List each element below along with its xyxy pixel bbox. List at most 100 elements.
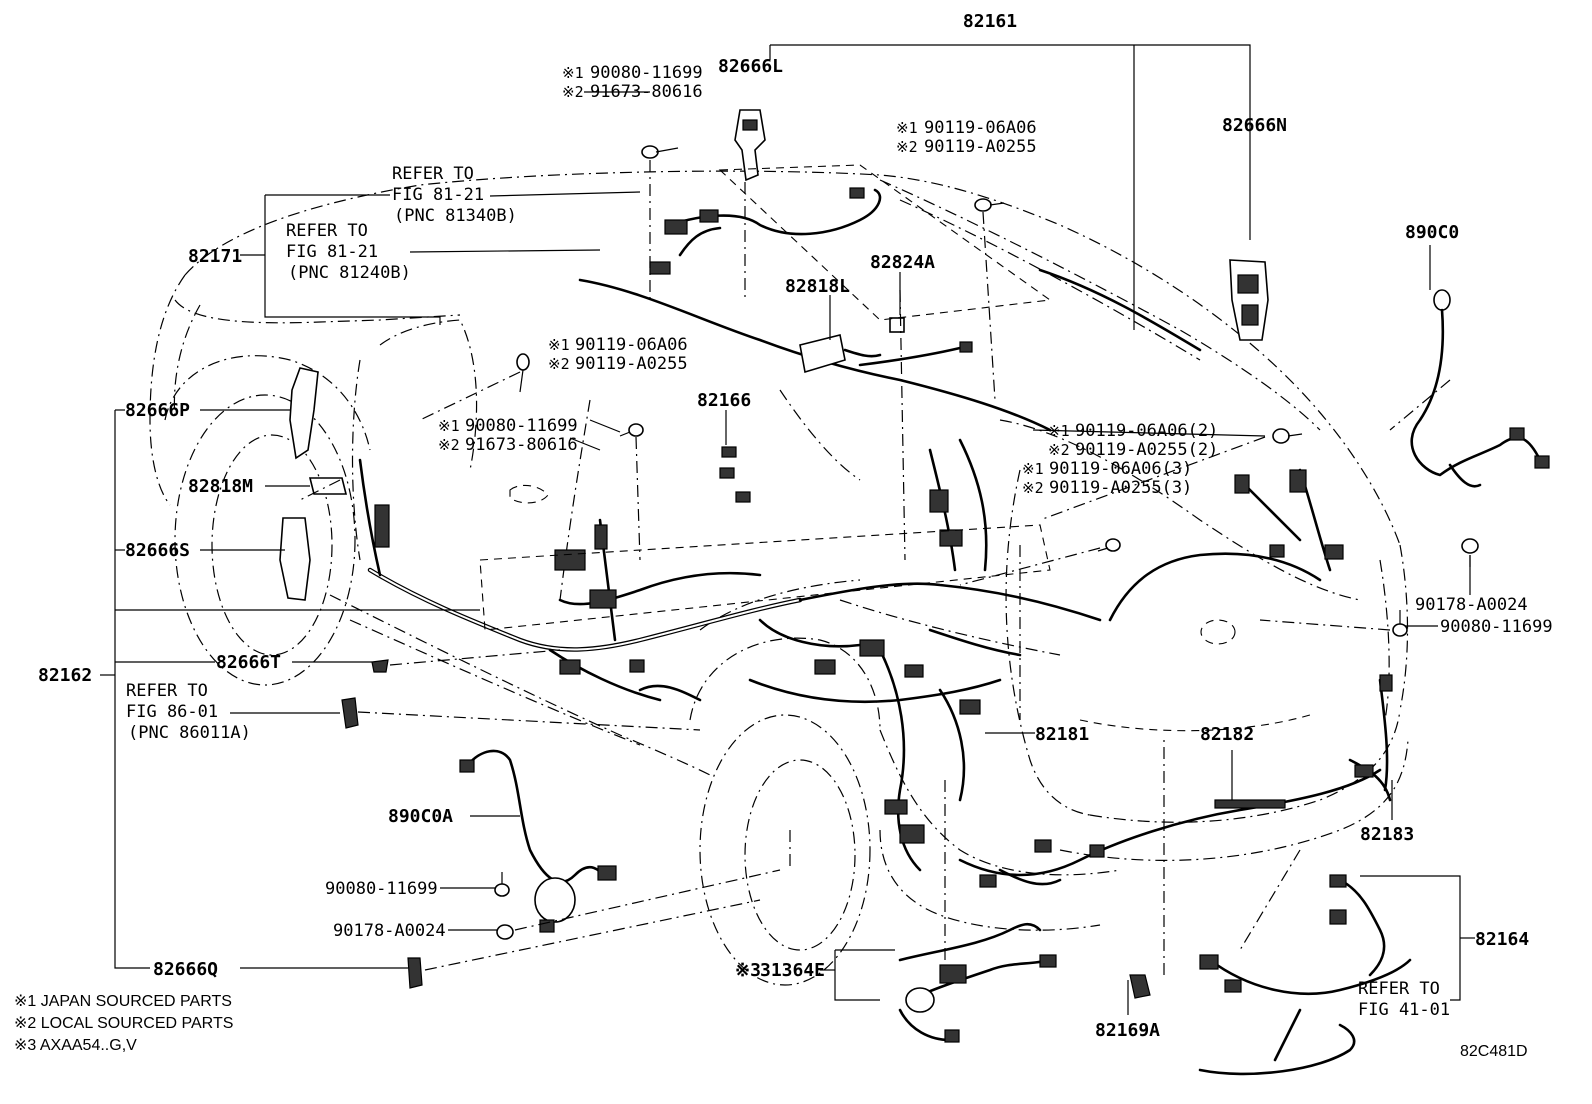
part-86011A	[341, 697, 359, 729]
clip-icon	[1272, 428, 1303, 444]
svg-text:(PNC 86011A): (PNC 86011A)	[128, 723, 251, 743]
svg-text:FIG 86-01: FIG 86-01	[126, 702, 218, 722]
label-82181: 82181	[1035, 724, 1089, 745]
label-82666T: 82666T	[216, 652, 281, 673]
svg-text:90119-A0255: 90119-A0255	[924, 137, 1037, 157]
bolt-icon	[641, 145, 679, 159]
relay-82818M	[308, 477, 348, 495]
svg-text:90119-A0255(3): 90119-A0255(3)	[1049, 478, 1192, 498]
note-axaa54: ※3 AXAA54..G,V	[14, 1037, 137, 1054]
label-82818M: 82818M	[188, 476, 253, 497]
svg-text:REFER TO: REFER TO	[392, 164, 474, 184]
svg-text:※1: ※1	[438, 417, 460, 435]
harness-82161-roof	[578, 187, 1202, 432]
svg-text:REFER TO: REFER TO	[126, 681, 208, 701]
callout-mid-clip: ※1 90119-06A06 ※2 90119-A0255	[548, 335, 688, 374]
svg-text:※2: ※2	[1048, 441, 1070, 459]
svg-text:FIG 81-21: FIG 81-21	[286, 242, 378, 262]
label-82666Q: 82666Q	[153, 959, 218, 980]
label-890C0A: 890C0A	[388, 806, 453, 827]
clip-icon	[1097, 538, 1121, 552]
harness-82164	[1198, 874, 1412, 1076]
clip-82169A	[1129, 974, 1151, 999]
label-82666L: 82666L	[718, 56, 783, 77]
label-82166: 82166	[697, 390, 751, 411]
svg-text:90080-11699: 90080-11699	[465, 416, 578, 436]
callout-labels: ※1 90080-11699 ※2 91673-80616 ※1 90119-0…	[438, 63, 1218, 498]
label-90080-left: 90080-11699	[325, 879, 438, 899]
svg-text:※2: ※2	[438, 436, 460, 454]
clip-82666T	[371, 659, 389, 673]
svg-text:90119-06A06: 90119-06A06	[924, 118, 1037, 138]
svg-text:※1: ※1	[1048, 422, 1070, 440]
svg-text:(PNC 81340B): (PNC 81340B)	[394, 206, 517, 226]
leader-lines	[100, 44, 1475, 1015]
label-90178-left: 90178-A0024	[333, 921, 446, 941]
bracket-82666S	[279, 517, 311, 601]
svg-text:90119-A0255: 90119-A0255	[575, 354, 688, 374]
svg-text:※2: ※2	[548, 355, 570, 373]
svg-text:REFER TO: REFER TO	[286, 221, 368, 241]
label-82666S: 82666S	[125, 540, 190, 561]
callout-right-clip-2: ※1 90119-06A06(2) ※2 90119-A0255(2)	[1048, 421, 1218, 460]
part-labels: 82161 82666L 82666N 890C0 82171 82824A 8…	[38, 11, 1553, 1041]
fasteners	[494, 145, 1479, 940]
note-japan-sourced: ※1 JAPAN SOURCED PARTS	[14, 993, 232, 1010]
callout-mid-bolt: ※1 90080-11699 ※2 91673-80616	[438, 416, 578, 455]
bolt-icon	[1392, 610, 1408, 637]
sensor-890C0	[1410, 289, 1550, 488]
callout-right-clip-3: ※1 90119-06A06(3) ※2 90119-A0255(3)	[1022, 459, 1192, 498]
svg-text:90119-06A06(2): 90119-06A06(2)	[1075, 421, 1218, 441]
harness-82162-floor	[358, 458, 803, 702]
svg-text:90119-A0255(2): 90119-A0255(2)	[1075, 440, 1218, 460]
svg-text:FIG 41-01: FIG 41-01	[1358, 1000, 1450, 1020]
label-82182: 82182	[1200, 724, 1254, 745]
label-82666P: 82666P	[125, 400, 190, 421]
svg-text:※1: ※1	[1022, 460, 1044, 478]
label-82161: 82161	[963, 11, 1017, 32]
label-82169A: 82169A	[1095, 1020, 1160, 1041]
svg-text:91673-80616: 91673-80616	[465, 435, 578, 455]
bolt-icon	[494, 872, 510, 897]
refer-81340B: REFER TO FIG 81-21 (PNC 81340B)	[392, 164, 517, 226]
clip-icon	[1461, 538, 1479, 554]
svg-text:91673-80616: 91673-80616	[590, 82, 703, 102]
note-local-sourced: ※2 LOCAL SOURCED PARTS	[14, 1015, 233, 1032]
refer-labels: REFER TO FIG 81-21 (PNC 81340B) REFER TO…	[126, 164, 1450, 1020]
relay-82818L	[799, 334, 882, 374]
clip-icon	[619, 423, 644, 437]
label-31364E: 31364E	[760, 960, 825, 981]
harness-82181-rear	[748, 438, 1102, 872]
bracket-82666P	[289, 367, 319, 460]
svg-text:※2: ※2	[1022, 479, 1044, 497]
bracket-82666L	[734, 109, 766, 182]
label-90080-right: 90080-11699	[1440, 617, 1553, 637]
svg-text:※1: ※1	[562, 64, 584, 82]
label-90178-right: 90178-A0024	[1415, 595, 1528, 615]
connector-82166	[719, 446, 751, 503]
label-82818L: 82818L	[785, 276, 850, 297]
bracket-82666Q	[407, 957, 423, 989]
svg-text:※1: ※1	[896, 119, 918, 137]
callout-top-bolt: ※1 90080-11699 ※2 91673-80616	[562, 63, 703, 102]
harness-31364E	[898, 922, 1057, 1043]
bolt-icon	[516, 353, 530, 393]
svg-text:90119-06A06: 90119-06A06	[575, 335, 688, 355]
svg-text:※2: ※2	[562, 83, 584, 101]
label-82164: 82164	[1475, 929, 1529, 950]
svg-text:90080-11699: 90080-11699	[590, 63, 703, 83]
bracket-82666N	[1229, 259, 1269, 341]
label-82666N: 82666N	[1222, 115, 1287, 136]
label-31364E-mark: ※3	[735, 960, 761, 981]
harness-82182-bumper	[958, 768, 1382, 888]
callout-top-clip: ※1 90119-06A06 ※2 90119-A0255	[896, 118, 1037, 157]
label-890C0: 890C0	[1405, 222, 1459, 243]
svg-text:(PNC 81240B): (PNC 81240B)	[288, 263, 411, 283]
block-82824A	[889, 317, 905, 333]
vehicle-body-outline	[149, 170, 1409, 986]
clip-icon	[496, 924, 514, 940]
label-82183: 82183	[1360, 824, 1414, 845]
refer-41-01: REFER TO FIG 41-01	[1358, 979, 1450, 1020]
harness-82183-tailgate	[1108, 468, 1393, 802]
